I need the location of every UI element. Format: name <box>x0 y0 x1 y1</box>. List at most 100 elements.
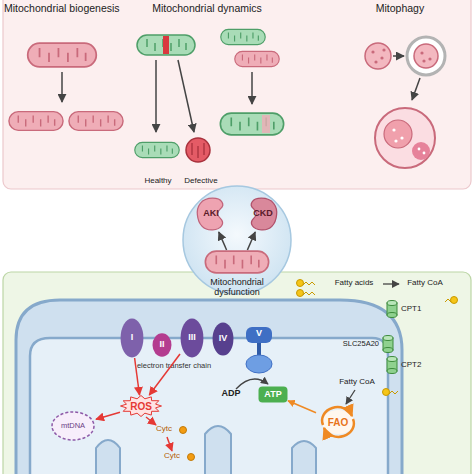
mitochondrion-cutaway <box>205 426 231 474</box>
panel-title: Mitochondrial biogenesis <box>4 3 144 15</box>
mitochondrion-cutaway <box>96 440 120 474</box>
cytochrome-dot <box>180 427 195 461</box>
mitophagy-illustration <box>420 51 423 54</box>
mitophagy-illustration <box>365 43 391 69</box>
dynamics-illustration <box>192 143 204 158</box>
complex-protein <box>181 319 204 358</box>
transporter-channel <box>387 369 397 374</box>
node-label: III <box>188 333 196 343</box>
mitophagy-illustration <box>412 78 420 100</box>
node-label: ATP <box>264 390 281 400</box>
node-label: mtDNA <box>61 422 85 430</box>
biogenesis-illustration <box>61 72 63 102</box>
dynamics-illustration <box>155 60 157 132</box>
mitophagy-illustration <box>375 108 435 168</box>
mitophagy-illustration <box>384 120 412 148</box>
mitophagy-illustration <box>374 60 377 63</box>
connector-arrow <box>219 232 227 250</box>
atp-synthase <box>257 343 261 355</box>
mitophagy-illustration <box>428 57 431 60</box>
node-label: CKD <box>253 209 273 219</box>
dynamics-illustration <box>235 51 279 66</box>
atp-synthase: V <box>244 326 274 374</box>
node-label: II <box>159 340 164 350</box>
cytochrome-dot <box>180 427 187 434</box>
complex-protein: III <box>180 318 204 358</box>
connector-arrow <box>247 232 255 250</box>
dynamics-illustration <box>163 36 169 54</box>
flow-arrow <box>383 283 399 284</box>
molecule-label: Fatty CoA <box>400 279 450 288</box>
connector-arrow <box>288 401 316 413</box>
biogenesis-illustration <box>69 112 123 131</box>
kidney-icon: CKD <box>246 196 280 232</box>
transporter-channel: CPT1 <box>386 300 436 318</box>
transporter-channel <box>383 348 393 353</box>
node-label: V <box>256 329 262 339</box>
atp-box <box>259 387 288 403</box>
dynamics-illustration <box>135 29 284 162</box>
atp-box: ATP <box>258 386 288 403</box>
dynamics-illustration <box>178 60 194 132</box>
transporter-channel <box>387 357 397 362</box>
node-label: CPT2 <box>401 361 421 370</box>
transporter-channel <box>386 356 398 374</box>
transporter-channel <box>383 336 393 341</box>
node-label: ROS <box>130 401 152 412</box>
flow-arrow <box>346 390 355 404</box>
mitophagy-illustration <box>418 148 421 151</box>
mitochondrion-cutaway <box>30 338 388 474</box>
molecule-label: ADP <box>216 389 246 399</box>
complex-protein <box>153 333 172 356</box>
biogenesis-illustration <box>28 43 97 67</box>
mitophagy-illustration <box>400 136 403 139</box>
node-label: I <box>131 333 134 343</box>
molecule-label: Fatty acids <box>326 279 382 288</box>
mitophagy-illustration <box>414 44 438 68</box>
biogenesis-illustration <box>9 112 63 131</box>
bottom-panel <box>3 272 471 474</box>
dynamics-illustration <box>251 72 253 104</box>
mtdna-circle <box>52 412 94 440</box>
fatty-acid-molecule <box>303 292 315 295</box>
mitophagy-illustration <box>423 152 426 155</box>
kidney-icon <box>197 198 222 230</box>
mtdna-circle: mtDNA <box>50 410 96 442</box>
mitochondrion-icon <box>205 251 268 273</box>
node-label: AKI <box>203 209 219 219</box>
mitochondrion-cutaway <box>16 300 402 474</box>
complex-protein <box>121 319 144 358</box>
mitophagy-illustration <box>371 50 374 53</box>
mitophagy-illustration <box>412 142 430 160</box>
fatty-acid-molecule <box>297 280 458 396</box>
molecule-label: Fatty CoA <box>332 378 382 387</box>
dynamics-illustration <box>186 138 210 162</box>
dynamics-illustration <box>220 113 283 135</box>
node-label: Mitochondrial dysfunction <box>192 278 282 298</box>
flow-arrow <box>167 437 172 451</box>
bottom-panel <box>3 272 471 474</box>
connector-arrow <box>96 412 120 419</box>
fao-cycle: FAO <box>316 405 360 439</box>
status-label: Defective <box>178 177 224 186</box>
node-label: FAO <box>328 417 349 428</box>
biogenesis-illustration <box>9 43 123 130</box>
complex-protein: IV <box>212 322 234 356</box>
panel-title: Mitochondrial dynamics <box>142 3 272 15</box>
kidney-icon: AKI <box>194 196 228 232</box>
chain-label: electron transfer chain <box>116 362 232 370</box>
ros-burst <box>121 396 162 417</box>
flow-arrow <box>146 417 156 425</box>
cytochrome-dot <box>188 454 195 461</box>
connector-arrow <box>149 354 180 395</box>
fatty-acid-molecule <box>297 280 304 287</box>
mitophagy-illustration <box>382 48 385 51</box>
ros-burst: ROS <box>120 395 162 417</box>
fatty-acid-molecule <box>303 282 315 285</box>
node-label: SLC25A20 <box>343 340 379 348</box>
mitophagy-illustration <box>394 139 397 142</box>
dynamics-illustration <box>221 29 265 44</box>
